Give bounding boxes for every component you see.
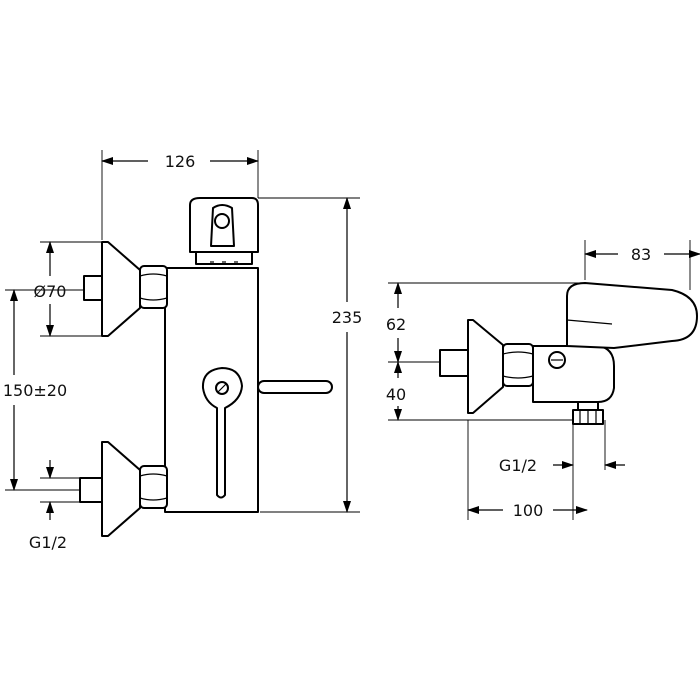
thermostat-cap bbox=[189, 197, 259, 265]
dim-depth: 100 bbox=[467, 501, 588, 520]
dim-inlet-thread: G1/2 bbox=[29, 460, 67, 552]
dim-depth-label: 100 bbox=[513, 501, 544, 520]
dim-flange-diameter-label: Ø70 bbox=[34, 282, 67, 301]
dim-outlet-thread-label: G1/2 bbox=[499, 456, 537, 475]
dim-width-label: 126 bbox=[165, 152, 196, 171]
side-inlet bbox=[439, 319, 534, 414]
side-handle bbox=[566, 282, 698, 349]
mixer-lever bbox=[201, 367, 333, 499]
lower-inlet bbox=[79, 441, 168, 537]
dim-outlet-thread: G1/2 bbox=[499, 456, 625, 475]
dim-top-to-inlet: 62 bbox=[386, 282, 406, 363]
side-body bbox=[532, 345, 615, 403]
dim-top-to-inlet-label: 62 bbox=[386, 315, 406, 334]
side-outlet bbox=[572, 401, 604, 425]
upper-inlet bbox=[83, 241, 168, 337]
dim-handle-projection: 83 bbox=[584, 245, 700, 264]
dim-inlet-to-outlet: 40 bbox=[386, 361, 406, 421]
dim-inlet-spacing-label: 150±20 bbox=[3, 381, 67, 400]
dim-inlet-thread-label: G1/2 bbox=[29, 533, 67, 552]
dim-flange-diameter: Ø70 bbox=[34, 241, 67, 337]
dim-height: 235 bbox=[332, 197, 363, 513]
dim-inlet-to-outlet-label: 40 bbox=[386, 385, 406, 404]
dim-width: 126 bbox=[101, 152, 259, 171]
dim-height-label: 235 bbox=[332, 308, 363, 327]
side-view: 83 62 40 G1/2 100 bbox=[386, 240, 700, 520]
dim-handle-projection-label: 83 bbox=[631, 245, 651, 264]
front-view: 126 235 Ø70 150±20 G1/2 bbox=[3, 150, 362, 552]
dim-inlet-spacing: 150±20 bbox=[3, 289, 67, 491]
